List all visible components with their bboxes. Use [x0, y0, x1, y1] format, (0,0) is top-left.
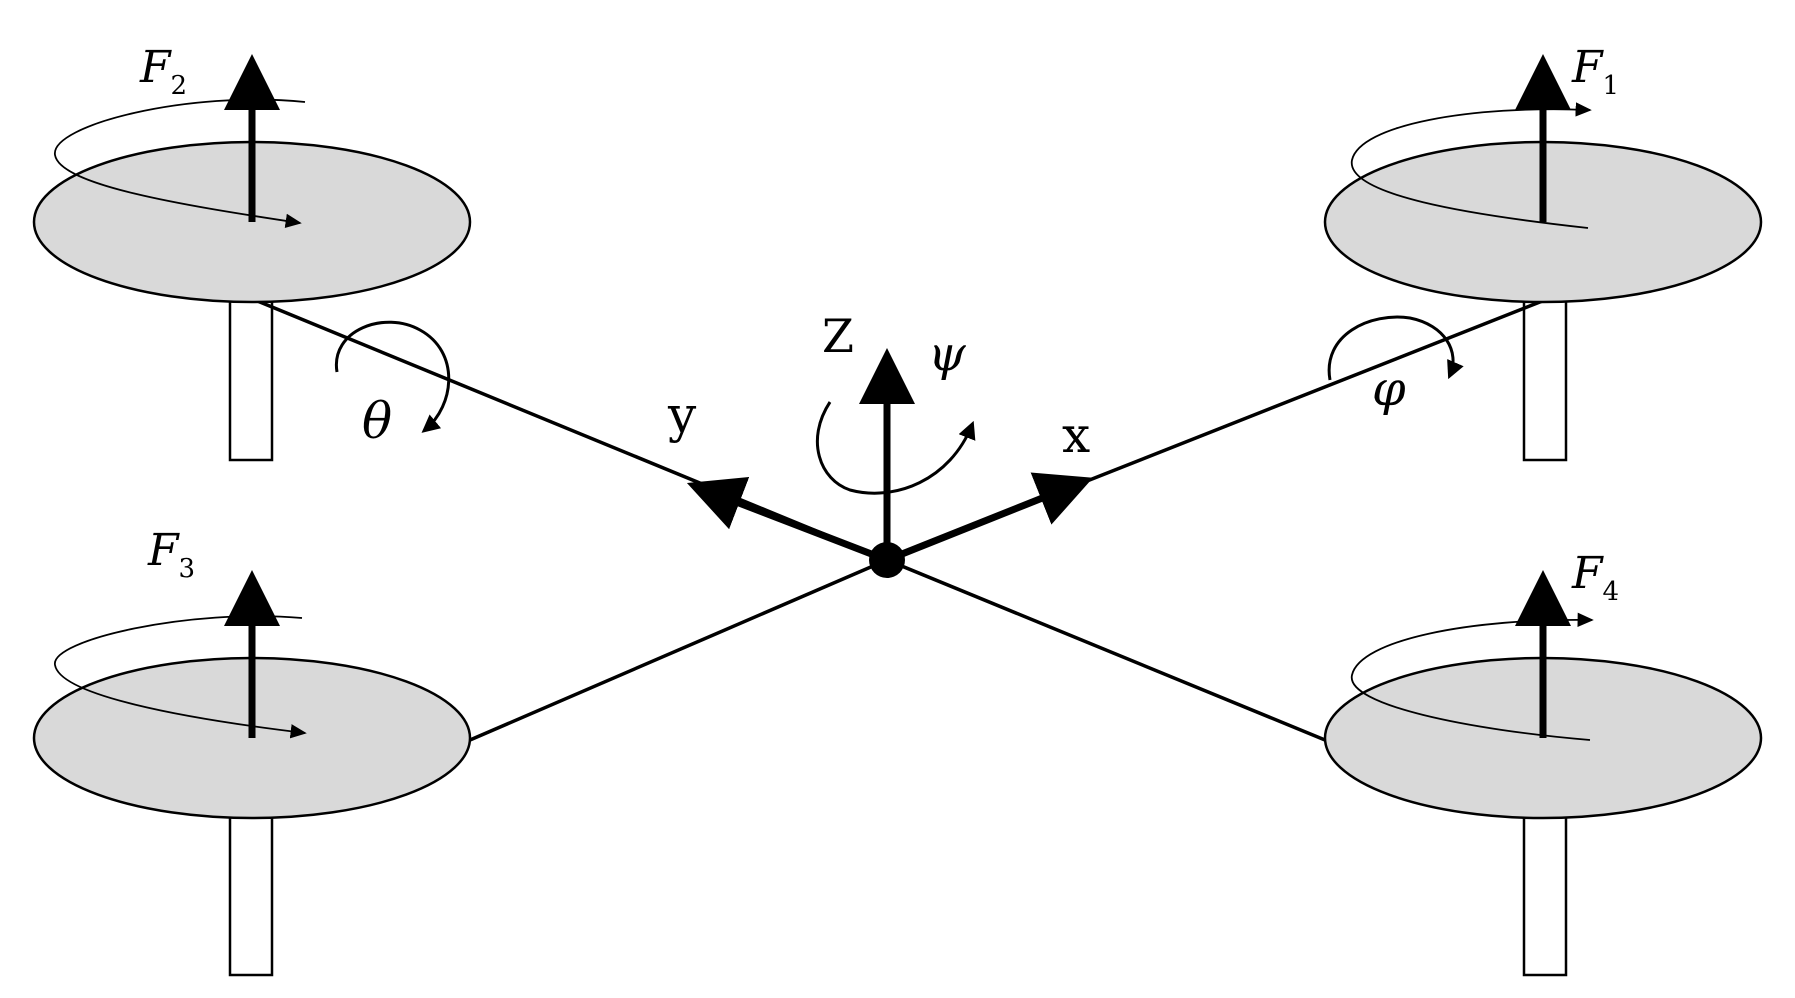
x-axis-arrow	[885, 472, 1094, 564]
roll-symbol-label: φ	[1372, 361, 1406, 417]
force-subscript-3: 3	[179, 554, 196, 584]
force-subscript-2: 2	[171, 71, 188, 101]
force-subscript-1: 1	[1603, 71, 1620, 101]
x-axis-label: x	[1062, 406, 1090, 464]
yaw-symbol-label: ψ	[928, 326, 967, 382]
force-label-rotor-3: F3	[147, 525, 195, 584]
spin-arrow-rotor-3	[54, 615, 307, 739]
thrust-arrows	[224, 54, 1571, 738]
force-label-rotor-4: F4	[1571, 548, 1619, 607]
leg-front-right	[1522, 298, 1568, 462]
z-axis-label: Z	[822, 309, 854, 363]
arm-to-rotor-3	[469, 558, 888, 742]
rotor-discs	[32, 140, 1763, 820]
rotor-spin-arrows	[54, 98, 1594, 741]
spin-arrow-rotor-1	[1351, 102, 1592, 229]
pitch-rotation-arrow	[334, 320, 451, 433]
landing-legs	[228, 298, 1568, 977]
spin-arrow-rotor-4	[1351, 612, 1594, 741]
force-label-rotor-2: F2	[139, 42, 187, 101]
center-hub	[869, 542, 905, 578]
arm-to-rotor-4	[886, 558, 1326, 742]
leg-front-left	[228, 298, 274, 462]
leg-rear-right	[1522, 813, 1568, 977]
force-subscript-4: 4	[1603, 577, 1620, 607]
force-label-rotor-1: F1	[1571, 42, 1619, 101]
pitch-symbol-label: θ	[362, 392, 392, 450]
leg-rear-left	[228, 813, 274, 977]
body-axes	[686, 348, 1094, 564]
y-axis-label: y	[667, 386, 697, 444]
yaw-rotation-arrow	[815, 401, 976, 495]
spin-arrow-rotor-2	[54, 98, 306, 228]
roll-rotation-arrow	[1327, 315, 1464, 381]
y-axis-arrow	[686, 476, 889, 564]
